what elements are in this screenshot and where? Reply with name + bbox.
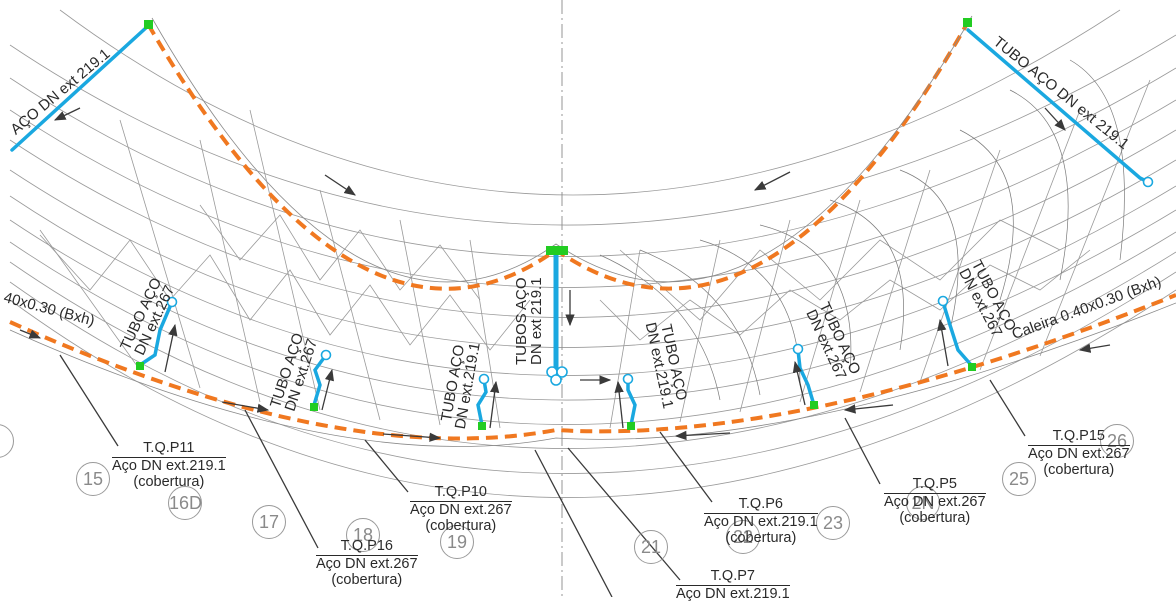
callout-tqp5-note: (cobertura) [899,510,971,526]
axis-number-19: 19 [440,525,474,559]
callout-tqp5-id: T.Q.P5 [884,476,986,494]
structure-linework [9,9,1176,498]
callout-tqp10-material: Aço DN ext.267 [410,502,512,518]
callout-tqp16-id: T.Q.P16 [316,538,418,556]
pipe-p16 [312,353,328,407]
pipe-p6 [626,378,637,427]
gutters [9,21,1176,441]
axis-number-2n: 2N [906,486,940,520]
callout-tqp7-id: T.Q.P7 [676,568,790,586]
callout-tqp10-id: T.Q.P10 [410,484,512,502]
axis-number-15: 15 [76,462,110,496]
callout-tqp10: T.Q.P10 Aço DN ext.267 (cobertura) [410,484,512,534]
callout-tqp11: T.Q.P11 Aço DN ext.219.1 (cobertura) [112,440,226,490]
callout-tqp11-note: (cobertura) [133,474,205,490]
gutter-edges [9,15,1176,447]
callout-tqp15-material: Aço DN ext.267 [1028,446,1130,462]
axis-number-17: 17 [252,505,286,539]
callout-tqp11-id: T.Q.P11 [112,440,226,458]
callout-tqp6-id: T.Q.P6 [704,496,818,514]
callout-tqp10-note: (cobertura) [425,518,497,534]
callout-tqp6-note: (cobertura) [725,530,797,546]
flow-lines [599,59,1125,401]
callout-tqp16-note: (cobertura) [331,572,403,588]
pipe-p10 [476,378,488,427]
callout-tqp15-id: T.Q.P15 [1028,428,1130,446]
axis-number-23: 23 [816,506,850,540]
callout-tqp16-material: Aço DN ext.267 [316,556,418,572]
callout-tqp5-material: Aço DN ext.267 [884,494,986,510]
outer-gutter [9,293,1176,441]
axis-number-26: 26 [1100,424,1134,458]
callout-tqp16: T.Q.P16 Aço DN ext.267 (cobertura) [316,538,418,588]
pipe-p11 [138,300,174,367]
callout-tqp15-note: (cobertura) [1043,462,1115,478]
callout-tqp5: T.Q.P5 Aço DN ext.267 (cobertura) [884,476,986,526]
pipe-top-left [10,24,150,152]
pipe-p15 [941,300,974,368]
pipe-ends [166,176,1154,386]
callout-tqp15: T.Q.P15 Aço DN ext.267 (cobertura) [1028,428,1130,478]
axis-number-21: 21 [634,530,668,564]
outlet-nodes [136,18,976,430]
axis-number-25: 25 [1002,462,1036,496]
callout-tqp7-material: Aço DN ext.219.1 [676,586,790,602]
pipe-label-center: TUBOS AÇO DN ext 219.1 [513,277,545,365]
pipe-label-center-line2: DN ext 219.1 [528,277,545,365]
axis-number-18: 18 [346,518,380,552]
callout-tqp6: T.Q.P6 Aço DN ext.219.1 (cobertura) [704,496,818,546]
callout-tqp11-material: Aço DN ext.219.1 [112,458,226,474]
axis-number-22: 22 [726,520,760,554]
callout-tqp6-material: Aço DN ext.219.1 [704,514,818,530]
pipe-p5 [796,348,816,407]
axis-number-16d: 16D [168,486,202,520]
